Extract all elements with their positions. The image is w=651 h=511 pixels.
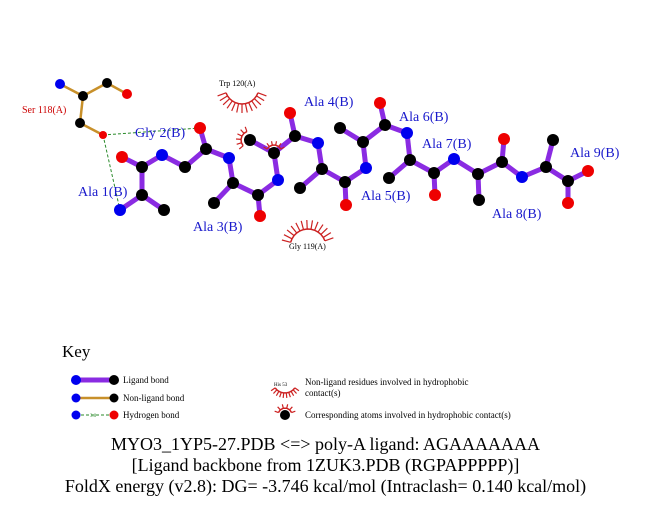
ligand-label-ala4: Ala 4(B) bbox=[304, 95, 354, 110]
carbon-atom bbox=[289, 130, 301, 142]
ligand-label-ala9: Ala 9(B) bbox=[570, 146, 620, 161]
nitrogen-atom bbox=[55, 79, 65, 89]
carbon-atom bbox=[404, 154, 416, 166]
oxygen-atom bbox=[340, 199, 352, 211]
oxygen-atom bbox=[429, 189, 441, 201]
ligand-label-ala6: Ala 6(B) bbox=[399, 110, 449, 125]
key-hydrophobic-arc-icon bbox=[270, 387, 300, 398]
key-hydrophobic-residue-label: Non-ligand residues involved in hydropho… bbox=[305, 377, 468, 399]
key-ligand-bond-label: Ligand bond bbox=[123, 375, 169, 385]
carbon-atom bbox=[158, 204, 170, 216]
nitrogen-atom bbox=[312, 137, 324, 149]
key-hydrophobic-atom bbox=[280, 410, 290, 420]
carbon-atom bbox=[294, 182, 306, 194]
carbon-atom bbox=[136, 161, 148, 173]
oxygen-atom bbox=[374, 97, 386, 109]
key-graphics: 3.0 His 53 bbox=[71, 375, 300, 420]
carbon-atom bbox=[472, 168, 484, 180]
key-hbond-distance: 3.0 bbox=[90, 414, 97, 419]
carbon-atom bbox=[75, 118, 85, 128]
carbon-atom bbox=[334, 122, 346, 134]
carbon-atom bbox=[540, 161, 552, 173]
carbon-atom bbox=[428, 167, 440, 179]
carbon-atom bbox=[136, 189, 148, 201]
carbon-atom bbox=[200, 143, 212, 155]
key-hydrophobic-atom-icon bbox=[274, 404, 296, 414]
residue-label-trp120: Trp 120(A) bbox=[219, 79, 256, 88]
nitrogen-atom bbox=[360, 162, 372, 174]
carbon-atom bbox=[473, 194, 485, 206]
oxygen-atom bbox=[498, 133, 510, 145]
oxygen-atom bbox=[116, 151, 128, 163]
nitrogen-atom bbox=[223, 152, 235, 164]
oxygen-atom bbox=[122, 89, 132, 99]
oxygen-atom bbox=[284, 107, 296, 119]
ligand-label-ala7: Ala 7(B) bbox=[422, 137, 472, 152]
ligand-label-gly2: Gly 2(B) bbox=[135, 126, 186, 141]
carbon-atom bbox=[496, 156, 508, 168]
carbon-atom bbox=[102, 78, 112, 88]
footer-energy: FoldX energy (v2.8): DG= -3.746 kcal/mol… bbox=[64, 476, 587, 496]
hydrophobic-arc-trp120 bbox=[217, 92, 267, 113]
key-carbon-atom bbox=[109, 375, 119, 385]
carbon-atom bbox=[383, 172, 395, 184]
hydrogen-bond bbox=[102, 134, 121, 211]
key-hydrophobic-residue-line2: contact(s) bbox=[305, 388, 341, 398]
hydrophobic-atom-marker bbox=[235, 126, 248, 150]
nitrogen-atom bbox=[516, 171, 528, 183]
residue-label-ser118: Ser 118(A) bbox=[22, 105, 66, 116]
key-title: Key bbox=[62, 342, 91, 361]
carbon-atom bbox=[252, 189, 264, 201]
key-nitrogen-atom bbox=[71, 410, 81, 420]
carbon-atom bbox=[244, 134, 256, 146]
carbon-atom bbox=[179, 161, 191, 173]
footer-backbone: [Ligand backbone from 1ZUK3.PDB (RGPAPPP… bbox=[131, 455, 520, 475]
key-nitrogen-atom bbox=[71, 375, 81, 385]
key-hydrogen-bond-label: Hydrogen bond bbox=[123, 410, 180, 420]
nitrogen-atom bbox=[401, 127, 413, 139]
carbon-atom bbox=[339, 176, 351, 188]
oxygen-atom bbox=[562, 197, 574, 209]
carbon-atom bbox=[268, 147, 280, 159]
hydrophobic-atom-marker-icon bbox=[274, 404, 296, 414]
key-nitrogen-atom bbox=[71, 393, 81, 403]
hydrophobic-arc-gly119 bbox=[281, 219, 334, 243]
oxygen-atom bbox=[254, 210, 266, 222]
carbon-atom bbox=[547, 134, 559, 146]
ligand-label-ala1: Ala 1(B) bbox=[78, 185, 128, 200]
nitrogen-atom bbox=[114, 204, 126, 216]
carbon-atom bbox=[208, 197, 220, 209]
key-example-residue: His 53 bbox=[274, 383, 288, 388]
nitrogen-atom bbox=[272, 174, 284, 186]
oxygen-atom bbox=[582, 165, 594, 177]
hydrophobic-atom-marker bbox=[263, 141, 285, 150]
ligand-label-ala8: Ala 8(B) bbox=[492, 207, 542, 222]
key-nonligand-bond-label: Non-ligand bond bbox=[123, 393, 185, 403]
oxygen-atom bbox=[194, 122, 206, 134]
key-hydrophobic-residue-line1: Non-ligand residues involved in hydropho… bbox=[305, 377, 469, 387]
key-carbon-atom bbox=[109, 393, 119, 403]
carbon-atom bbox=[379, 119, 391, 131]
footer-title: MYO3_1YP5-27.PDB <=> poly-A ligand: AGAA… bbox=[111, 434, 540, 454]
key-hydrophobic-atom-label: Corresponding atoms involved in hydropho… bbox=[305, 410, 511, 420]
hydrophobic-arc-icon bbox=[270, 387, 300, 398]
residue-label-gly119: Gly 119(A) bbox=[289, 242, 326, 251]
key-oxygen-atom bbox=[109, 410, 119, 420]
carbon-atom bbox=[78, 91, 88, 101]
hydrogen-bond bbox=[102, 127, 201, 136]
oxygen-atom bbox=[99, 131, 107, 139]
nitrogen-atom bbox=[448, 153, 460, 165]
carbon-atom bbox=[227, 177, 239, 189]
carbon-atom bbox=[562, 175, 574, 187]
ligand-label-ala5: Ala 5(B) bbox=[361, 189, 411, 204]
carbon-atom bbox=[357, 136, 369, 148]
carbon-atom bbox=[316, 163, 328, 175]
nitrogen-atom bbox=[156, 149, 168, 161]
ligand-label-ala3: Ala 3(B) bbox=[193, 220, 243, 235]
